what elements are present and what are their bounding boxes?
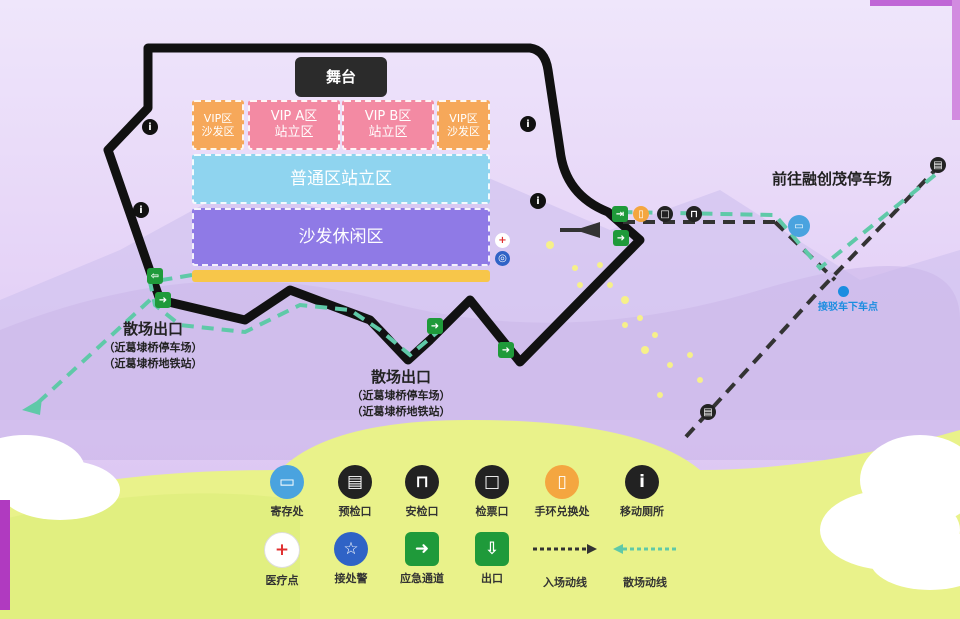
legend-label: 安检口 xyxy=(405,505,439,518)
legend-label: 医疗点 xyxy=(265,574,299,587)
corner-accent xyxy=(952,0,960,120)
zone-label: 沙发区 xyxy=(201,125,235,138)
security-gate-icon: ⊓ xyxy=(405,465,439,499)
shuttle-dropoff-dot xyxy=(838,286,849,297)
legend-label: 出口 xyxy=(481,572,503,585)
precheck-icon: ▤ xyxy=(700,404,716,420)
police-icon: ☆ xyxy=(334,532,368,566)
security-gate-icon: ⊓ xyxy=(686,206,702,222)
legend-label: 接处警 xyxy=(334,572,368,585)
restroom-icon: i xyxy=(142,119,158,135)
exit-left-sub: （近葛埭桥停车场） xyxy=(103,341,203,354)
locker-icon: ▭ xyxy=(788,215,810,237)
vip-a-zone: VIP A区 站立区 xyxy=(248,100,340,150)
restroom-icon: i xyxy=(133,202,149,218)
legend-label: 寄存处 xyxy=(270,505,304,518)
vip-sofa-left-zone: VIP区 沙发区 xyxy=(192,100,244,150)
legend-item-entry-route: 入场动线 xyxy=(525,532,605,590)
legend-item-wristband: ▯ 手环兑换处 xyxy=(522,465,602,519)
locker-icon: ▭ xyxy=(270,465,304,499)
restroom-icon: i xyxy=(530,193,546,209)
precheck-icon: ▤ xyxy=(930,157,946,173)
legend-item-ticket: □ 检票口 xyxy=(452,465,532,519)
legend-item-medical: + 医疗点 xyxy=(242,532,322,588)
zone-label: VIP区 xyxy=(203,111,233,125)
legend-item-exit-route: 散场动线 xyxy=(605,532,685,590)
exit-route-icon xyxy=(613,544,677,554)
zone-label: 沙发区 xyxy=(447,125,480,138)
zone-label: 普通区站立区 xyxy=(290,168,392,189)
vip-b-zone: VIP B区 站立区 xyxy=(342,100,434,150)
wristband-icon: ▯ xyxy=(633,206,649,222)
legend-label: 应急通道 xyxy=(400,572,444,585)
zone-label: VIP A区 xyxy=(270,109,318,125)
control-strip xyxy=(192,270,490,282)
legend-label: 检票口 xyxy=(475,505,509,518)
stage: 舞台 xyxy=(295,57,387,97)
exit-route xyxy=(28,173,937,412)
medical-icon: + xyxy=(264,532,300,568)
general-standing-zone: 普通区站立区 xyxy=(192,154,490,204)
sofa-lounge-zone: 沙发休闲区 xyxy=(192,208,490,266)
zone-label: 沙发休闲区 xyxy=(298,226,384,247)
precheck-icon: ▤ xyxy=(338,465,372,499)
exit-mid-label: 散场出口 （近葛埭桥停车场） （近葛埭桥地铁站） xyxy=(336,366,466,419)
legend-item-exit: ⇩ 出口 xyxy=(452,532,532,586)
legend-label: 散场动线 xyxy=(623,576,667,589)
stage-label: 舞台 xyxy=(325,68,356,86)
legend-item-locker: ▭ 寄存处 xyxy=(247,465,327,519)
zone-label: VIP区 xyxy=(449,111,478,125)
zone-label: 站立区 xyxy=(368,125,408,140)
legend-item-police: ☆ 接处警 xyxy=(311,532,391,586)
emergency-exit-icon: ➜ xyxy=(405,532,439,566)
emergency-exit-icon: ➜ xyxy=(427,318,443,334)
exit-left-label: 散场出口 （近葛埭桥停车场） （近葛埭桥地铁站） xyxy=(88,318,218,371)
glow-dots xyxy=(546,241,703,398)
exit-arrow xyxy=(22,398,42,415)
restroom-icon: i xyxy=(625,465,659,499)
legend-label: 预检口 xyxy=(338,505,372,518)
exit-left-title: 散场出口 xyxy=(122,320,183,338)
legend-label: 移动厕所 xyxy=(620,505,664,518)
entry-route-icon xyxy=(533,544,597,554)
legend-label: 入场动线 xyxy=(543,576,587,589)
exit-mid-title: 散场出口 xyxy=(370,368,431,386)
exit-left-sub: （近葛埭桥地铁站） xyxy=(103,357,203,370)
exit-icon: ⇦ xyxy=(147,268,163,284)
parking-route-label: 前往融创茂停车场 xyxy=(772,170,893,188)
legend-item-emergency: ➜ 应急通道 xyxy=(382,532,462,586)
legend-label: 手环兑换处 xyxy=(534,505,590,518)
zone-label: VIP B区 xyxy=(364,109,412,125)
emergency-exit-icon: ➜ xyxy=(613,230,629,246)
ticket-icon: □ xyxy=(657,206,673,222)
wristband-icon: ▯ xyxy=(545,465,579,499)
ticket-icon: □ xyxy=(475,465,509,499)
legend-item-restroom: i 移动厕所 xyxy=(602,465,682,519)
cloud xyxy=(0,460,120,520)
legend-item-precheck: ▤ 预检口 xyxy=(315,465,395,519)
venue-boundary xyxy=(103,43,645,367)
exit-mid-sub: （近葛埭桥停车场） xyxy=(351,389,451,402)
restroom-icon: i xyxy=(520,116,536,132)
medical-icon: + xyxy=(495,233,510,248)
exit-icon: ⇩ xyxy=(475,532,509,566)
corner-accent xyxy=(0,500,10,610)
exit-icon: ⇥ xyxy=(612,206,628,222)
corner-accent xyxy=(870,0,960,6)
emergency-exit-icon: ➜ xyxy=(155,292,171,308)
foreground-hill xyxy=(0,493,300,619)
cloud xyxy=(870,530,960,590)
legend-item-security: ⊓ 安检口 xyxy=(382,465,462,519)
police-icon: ◎ xyxy=(495,251,510,266)
emergency-exit-icon: ➜ xyxy=(498,342,514,358)
exit-mid-sub: （近葛埭桥地铁站） xyxy=(351,405,451,418)
shuttle-dropoff-label: 接驳车下车点 xyxy=(818,302,878,313)
zone-label: 站立区 xyxy=(274,125,314,140)
vip-sofa-right-zone: VIP区 沙发区 xyxy=(437,100,490,150)
